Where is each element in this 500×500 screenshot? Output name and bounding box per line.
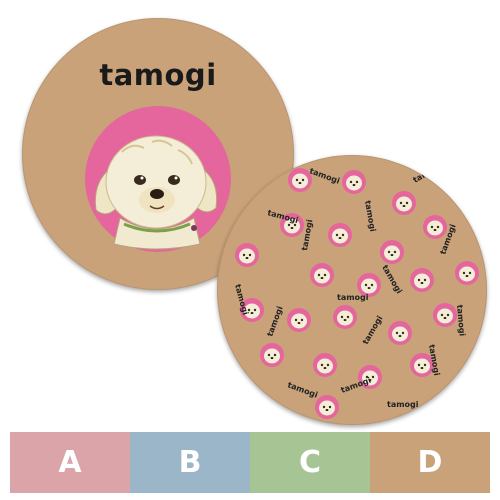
brand-title: tamogi (99, 58, 217, 92)
pattern-label: tamogi (412, 161, 444, 185)
color-options: A B C D (10, 432, 490, 493)
dog-illustration (94, 135, 218, 250)
swatch-d[interactable]: D (370, 432, 490, 493)
pattern-label: tamogi (363, 200, 377, 233)
pattern-label: tamogi (380, 264, 404, 296)
pattern-label: tamogi (340, 376, 373, 395)
pattern-label: tamogi (337, 293, 369, 302)
swatch-c[interactable]: C (250, 432, 370, 493)
swatch-a[interactable]: A (10, 432, 130, 493)
pattern-label: tamogi (387, 400, 419, 409)
pattern-label: tamogi (361, 314, 385, 346)
pattern-label: tamogi (455, 304, 467, 336)
pattern-label: tamogi (286, 380, 319, 399)
pattern-label: tamogi (265, 305, 284, 338)
pattern-tiles: tamogi tamogi tamogi tamogi tamogi tamog… (233, 161, 479, 419)
swatch-b[interactable]: B (130, 432, 250, 493)
back-coaster-pattern: tamogi tamogi tamogi tamogi tamogi tamog… (217, 155, 487, 425)
pattern-label: tamogi (308, 166, 341, 185)
front-coaster: tamogi (22, 18, 294, 290)
